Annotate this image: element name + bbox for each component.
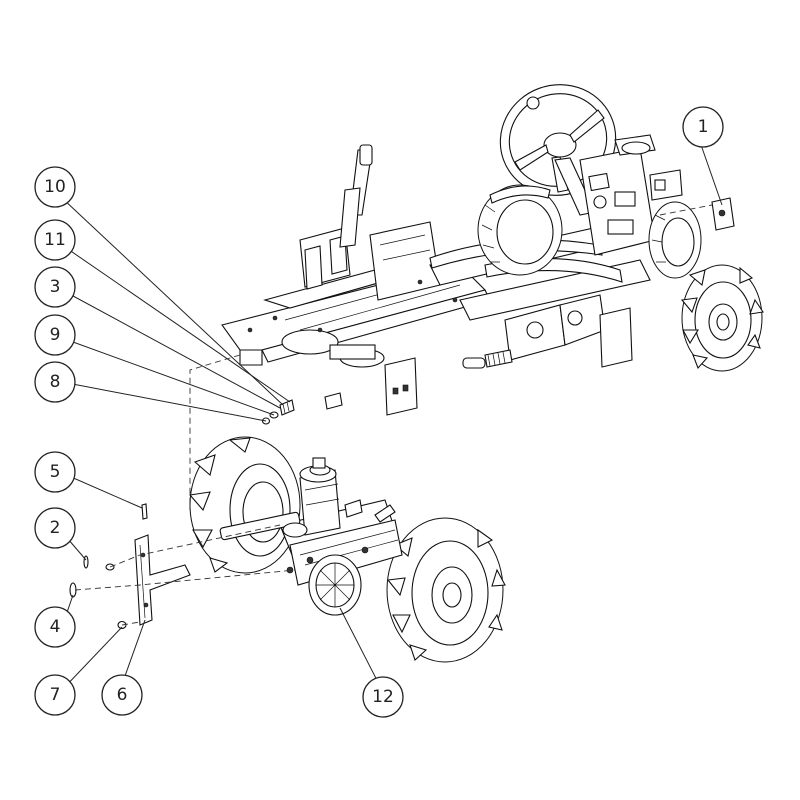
- callout-3-label: 3: [50, 277, 61, 297]
- callout-1: 1: [682, 106, 724, 148]
- callout-1-label: 1: [698, 117, 709, 137]
- callout-4-label: 4: [50, 617, 61, 637]
- callout-6: 6: [101, 674, 143, 716]
- callout-3: 3: [34, 266, 76, 308]
- callout-9-label: 9: [50, 325, 61, 345]
- callout-12: 12: [362, 676, 404, 718]
- alignment-line-lower: [74, 569, 296, 591]
- callout-11: 11: [34, 219, 76, 261]
- callout-12-label: 12: [372, 687, 394, 707]
- callout-5-label: 5: [50, 462, 61, 482]
- callout-9: 9: [34, 314, 76, 356]
- small-parts: [69, 503, 148, 630]
- callout-8: 8: [34, 361, 76, 403]
- decal-part-1: [659, 197, 735, 231]
- mount-bracket-part-6: [134, 534, 191, 626]
- alignment-line-bolt: [121, 621, 141, 626]
- front-right-wheel: [680, 264, 764, 372]
- upper-rear-tire: [477, 184, 563, 276]
- assembly-guide-line: [189, 354, 241, 510]
- dashboard: [579, 134, 683, 256]
- alignment-line-upper: [109, 524, 281, 568]
- callout-2-label: 2: [50, 518, 61, 538]
- callout-2: 2: [34, 507, 76, 549]
- callout-7-label: 7: [50, 685, 61, 705]
- callout-10-label: 10: [44, 177, 66, 197]
- callout-11-label: 11: [44, 230, 66, 250]
- front-left-wheel: [648, 201, 702, 279]
- callout-5: 5: [34, 451, 76, 493]
- callout-8-label: 8: [50, 372, 61, 392]
- transaxle-assembly: [188, 436, 506, 663]
- callout-10: 10: [34, 166, 76, 208]
- callout-4: 4: [34, 606, 76, 648]
- callout-7: 7: [34, 674, 76, 716]
- callout-6-label: 6: [117, 685, 128, 705]
